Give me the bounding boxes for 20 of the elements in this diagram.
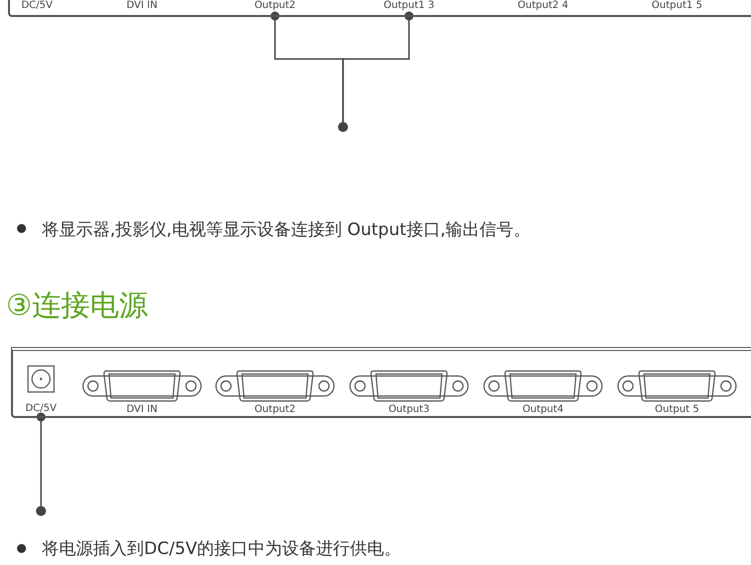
leader-line: [36, 412, 46, 506]
section-heading: ③连接电源: [6, 287, 149, 323]
port-label: DVI IN: [102, 0, 182, 12]
port-label: Output2: [235, 0, 315, 12]
port-label: DVI IN: [126, 404, 158, 416]
leader-line: [342, 12, 414, 122]
port-label: Output4: [521, 404, 565, 416]
endpoint-dot: [338, 122, 348, 132]
endpoint-dot: [36, 506, 46, 516]
port-label: Output2: [253, 404, 297, 416]
port-label: Output2 4: [503, 0, 583, 12]
instruction-text: 将显示器,投影仪,电视等显示设备连接到 Output接口,输出信号。: [42, 219, 532, 242]
port-label: Output3: [387, 404, 431, 416]
instruction-text: 将电源插入到DC/5V的接口中为设备进行供电。: [42, 538, 402, 561]
port-label: DC/5V: [24, 403, 58, 415]
port-label: DC/5V: [7, 0, 67, 12]
device-panel: [11, 347, 751, 418]
port-label: Output1 3: [369, 0, 449, 12]
port-label: Output 5: [654, 404, 700, 416]
port-label: Output1 5: [637, 0, 717, 12]
